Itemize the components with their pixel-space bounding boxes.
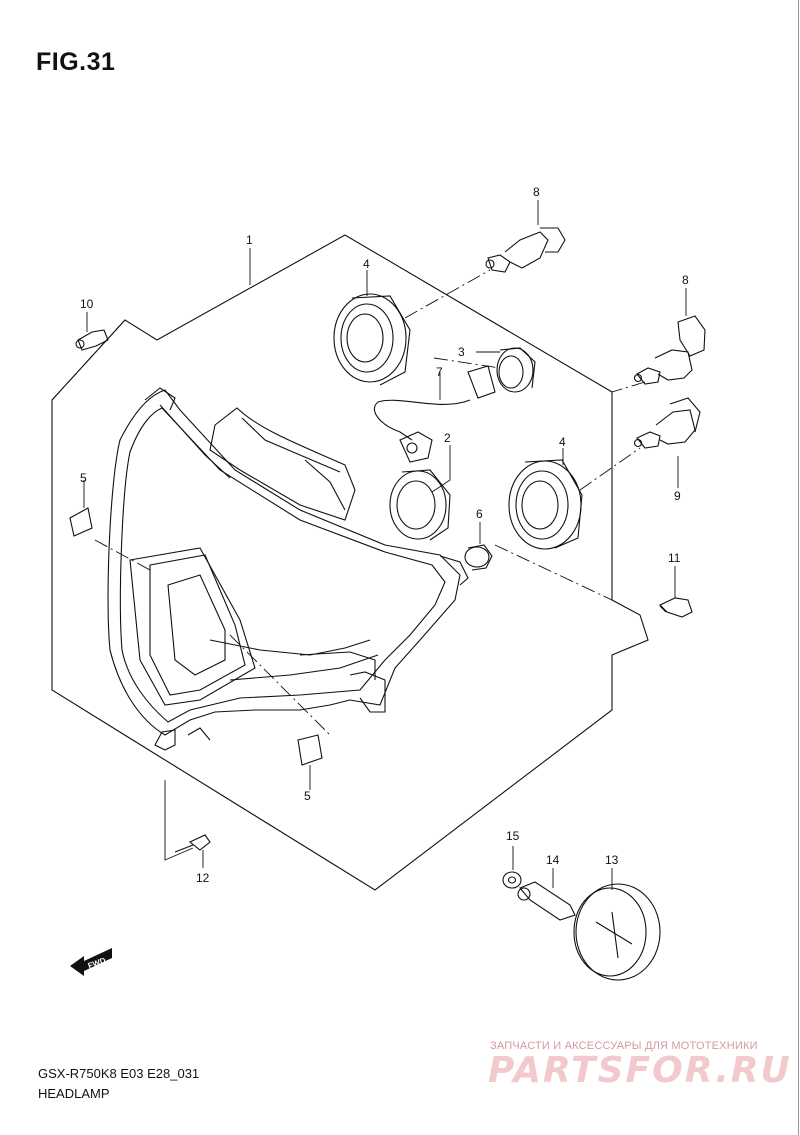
watermark-caption: ЗАПЧАСТИ И АКСЕССУАРЫ ДЛЯ МОТОТЕХНИКИ <box>490 1040 758 1052</box>
callout-13: 13 <box>605 853 619 867</box>
screw-11 <box>659 597 693 618</box>
bulb-8-lower <box>633 315 706 385</box>
callout-4-upper: 4 <box>363 257 370 271</box>
reflector-pad-5-upper <box>69 507 93 537</box>
callout-5-upper: 5 <box>80 471 87 485</box>
bulb-9 <box>633 397 701 449</box>
callout-5-lower: 5 <box>304 789 311 803</box>
callout-14: 14 <box>546 853 560 867</box>
callout-12: 12 <box>196 871 210 885</box>
wiring-harness-7 <box>373 365 496 463</box>
watermark-logo: PARTSFOR.RU <box>488 1050 792 1091</box>
callout-10: 10 <box>80 297 94 311</box>
fwd-label: FWD <box>87 956 107 971</box>
leader-lines <box>83 200 687 890</box>
headlamp-housing <box>107 387 469 751</box>
callout-3: 3 <box>458 345 465 359</box>
screw-12 <box>174 834 211 853</box>
reflector-pad-5-lower <box>297 734 323 766</box>
adjuster-bolt-14 <box>517 881 576 921</box>
model-code: GSX-R750K8 E03 E28_031 <box>38 1066 200 1081</box>
callout-15: 15 <box>506 829 520 843</box>
figure-title: FIG.31 <box>36 48 116 76</box>
grommet-3 <box>496 347 536 393</box>
socket-cap-2 <box>389 469 451 541</box>
bulb-10 <box>75 329 109 351</box>
callout-7: 7 <box>436 365 443 379</box>
alignment-lines <box>51 269 646 736</box>
callout-6: 6 <box>476 507 483 521</box>
callout-9: 9 <box>674 489 681 503</box>
callout-2: 2 <box>444 431 451 445</box>
page-border <box>798 0 799 1135</box>
callout-8-upper: 8 <box>533 185 540 199</box>
callout-11: 11 <box>668 551 681 565</box>
socket-cover-4-upper <box>333 293 411 386</box>
callout-1: 1 <box>246 233 253 247</box>
grommet-6 <box>464 544 493 571</box>
callout-4-lower: 4 <box>559 435 566 449</box>
section-name: HEADLAMP <box>38 1086 110 1101</box>
socket-cover-4-lower <box>508 459 583 550</box>
washer-15 <box>502 871 522 889</box>
cover-cap-13 <box>573 883 661 981</box>
fwd-arrow-icon: FWD <box>70 948 112 976</box>
callout-8-lower: 8 <box>682 273 689 287</box>
assembly-boundary <box>51 234 649 891</box>
bulb-8-upper <box>485 227 566 273</box>
